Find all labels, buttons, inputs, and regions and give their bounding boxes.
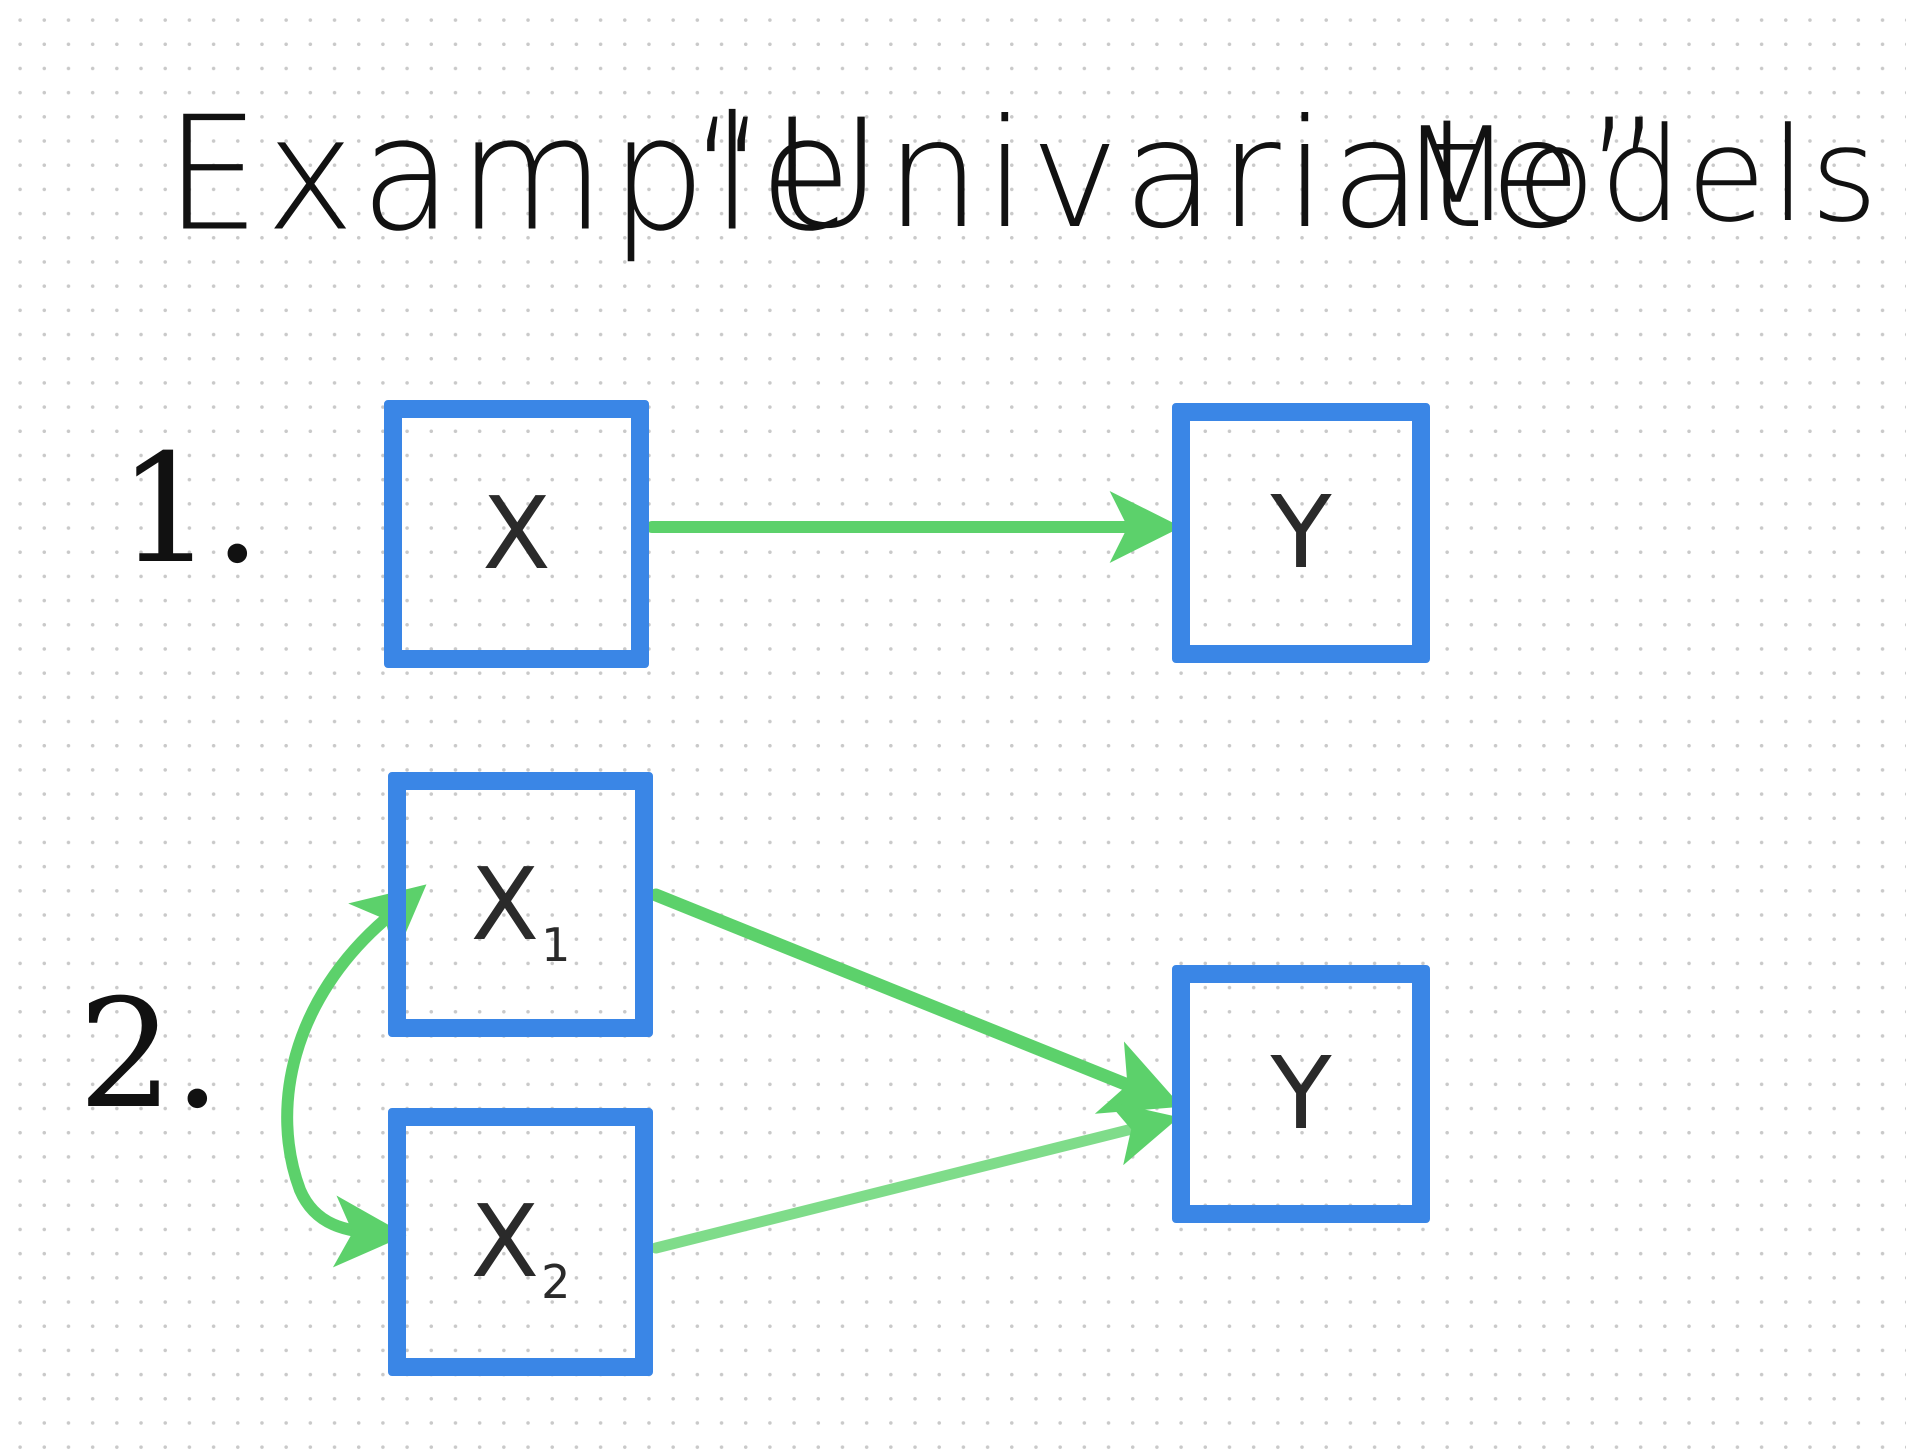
edge-x1-to-y	[649, 888, 1182, 1114]
item-number-1: 1.	[118, 423, 262, 597]
node-x2-subscript: 2	[541, 1255, 571, 1309]
node-x1: X1	[388, 772, 653, 1037]
node-x2: X2	[388, 1108, 653, 1376]
title-word-models: Models	[1400, 99, 1883, 251]
title-word-univariate: “Univariate”	[690, 88, 1668, 262]
node-y-diagram2: Y	[1172, 965, 1430, 1223]
node-x1-label: X1	[406, 854, 635, 968]
edge-x1-x2-correlation	[281, 884, 427, 1268]
node-x2-letter: X	[470, 1183, 540, 1300]
node-y-diagram1-label: Y	[1190, 483, 1412, 583]
node-x1-subscript: 1	[541, 917, 571, 972]
node-y-diagram2-letter: Y	[1270, 1035, 1332, 1152]
title-word-example: Example	[165, 83, 858, 267]
node-x1-letter: X	[470, 845, 540, 963]
node-x2-label: X2	[406, 1192, 635, 1306]
node-x-label: X	[402, 484, 631, 584]
diagram-title: Example “Univariate” Models	[0, 70, 1906, 300]
node-x-letter: X	[482, 475, 551, 592]
edge-x2-to-y	[650, 1101, 1180, 1254]
node-y-diagram1: Y	[1172, 403, 1430, 663]
node-y-diagram2-label: Y	[1190, 1044, 1412, 1144]
item-number-2: 2.	[78, 968, 222, 1142]
node-x: X	[384, 400, 649, 668]
node-y-diagram1-letter: Y	[1270, 474, 1332, 591]
